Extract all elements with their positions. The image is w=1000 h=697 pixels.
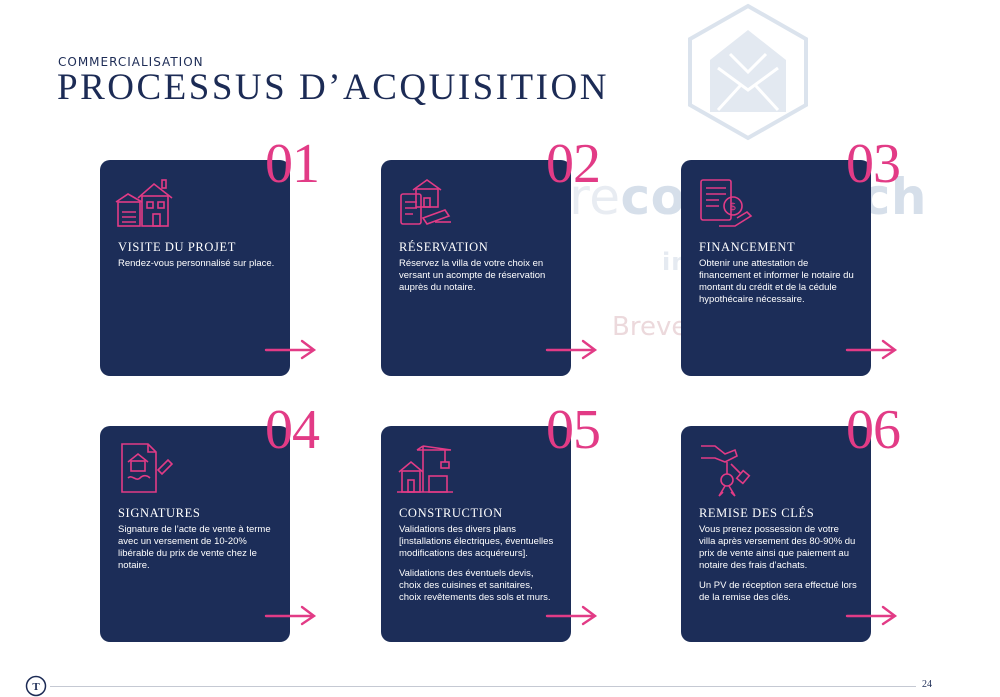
step-number: 03 bbox=[846, 133, 901, 195]
arrow-right-icon bbox=[845, 339, 898, 360]
step-title: CONSTRUCTION bbox=[399, 506, 503, 520]
step-number: 02 bbox=[546, 133, 601, 195]
step-card-reservation: 02 RÉSERVATION Réservez la villa de votr… bbox=[381, 136, 601, 376]
arrow-right-icon bbox=[545, 339, 598, 360]
step-description: Rendez-vous personnalisé sur place. bbox=[118, 258, 275, 269]
step-title: VISITE DU PROJET bbox=[118, 240, 236, 254]
arrow-right-icon bbox=[845, 605, 898, 626]
step-description: Validations des divers plans [installati… bbox=[399, 524, 554, 603]
step-number: 06 bbox=[846, 399, 901, 461]
step-description: Obtenir une attestation de financement e… bbox=[699, 258, 854, 305]
arrow-right-icon bbox=[545, 605, 598, 626]
step-card-visite: 01 VISITE DU PROJET Rendez-vous personna… bbox=[100, 136, 320, 376]
footer-logo: T bbox=[25, 675, 47, 697]
step-card-financement: 03 $ FINANCEMENT Obtenir une attestation… bbox=[681, 136, 901, 376]
step-number: 01 bbox=[265, 133, 320, 195]
step-title: REMISE DES CLÉS bbox=[699, 506, 815, 520]
signed-document-icon bbox=[121, 443, 174, 493]
step-description: Signature de l’acte de vente à terme ave… bbox=[118, 524, 271, 571]
svg-text:$: $ bbox=[730, 200, 737, 213]
footer-divider bbox=[50, 686, 916, 687]
section-label: COMMERCIALISATION bbox=[58, 55, 204, 69]
arrow-right-icon bbox=[264, 339, 317, 360]
hand-keys-icon bbox=[701, 445, 751, 497]
step-title: FINANCEMENT bbox=[699, 240, 796, 254]
svg-text:T: T bbox=[32, 681, 40, 693]
step-number: 04 bbox=[265, 399, 320, 461]
construction-crane-icon bbox=[397, 445, 453, 493]
step-title: SIGNATURES bbox=[118, 506, 201, 520]
watermark-house-logo bbox=[688, 3, 808, 141]
step-card-remise-des-cles: 06 REMISE DES CLÉS Vous prenez possessio… bbox=[681, 402, 901, 642]
arrow-right-icon bbox=[264, 605, 317, 626]
house-contract-icon bbox=[400, 179, 451, 225]
step-number: 05 bbox=[546, 399, 601, 461]
step-description: Vous prenez possession de votre villa ap… bbox=[699, 524, 857, 603]
step-card-construction: 05 CONSTRUCTION Validations des divers p… bbox=[381, 402, 601, 642]
document-money-hand-icon: $ bbox=[700, 179, 753, 227]
step-title: RÉSERVATION bbox=[399, 240, 489, 254]
step-card-signatures: 04 SIGNATURES Signature de l’acte de ven… bbox=[100, 402, 320, 642]
house-garage-icon bbox=[115, 179, 173, 227]
page-number: 24 bbox=[922, 679, 932, 690]
page-title: PROCESSUS D’ACQUISITION bbox=[57, 67, 609, 108]
step-description: Réservez la villa de votre choix en vers… bbox=[399, 258, 546, 293]
